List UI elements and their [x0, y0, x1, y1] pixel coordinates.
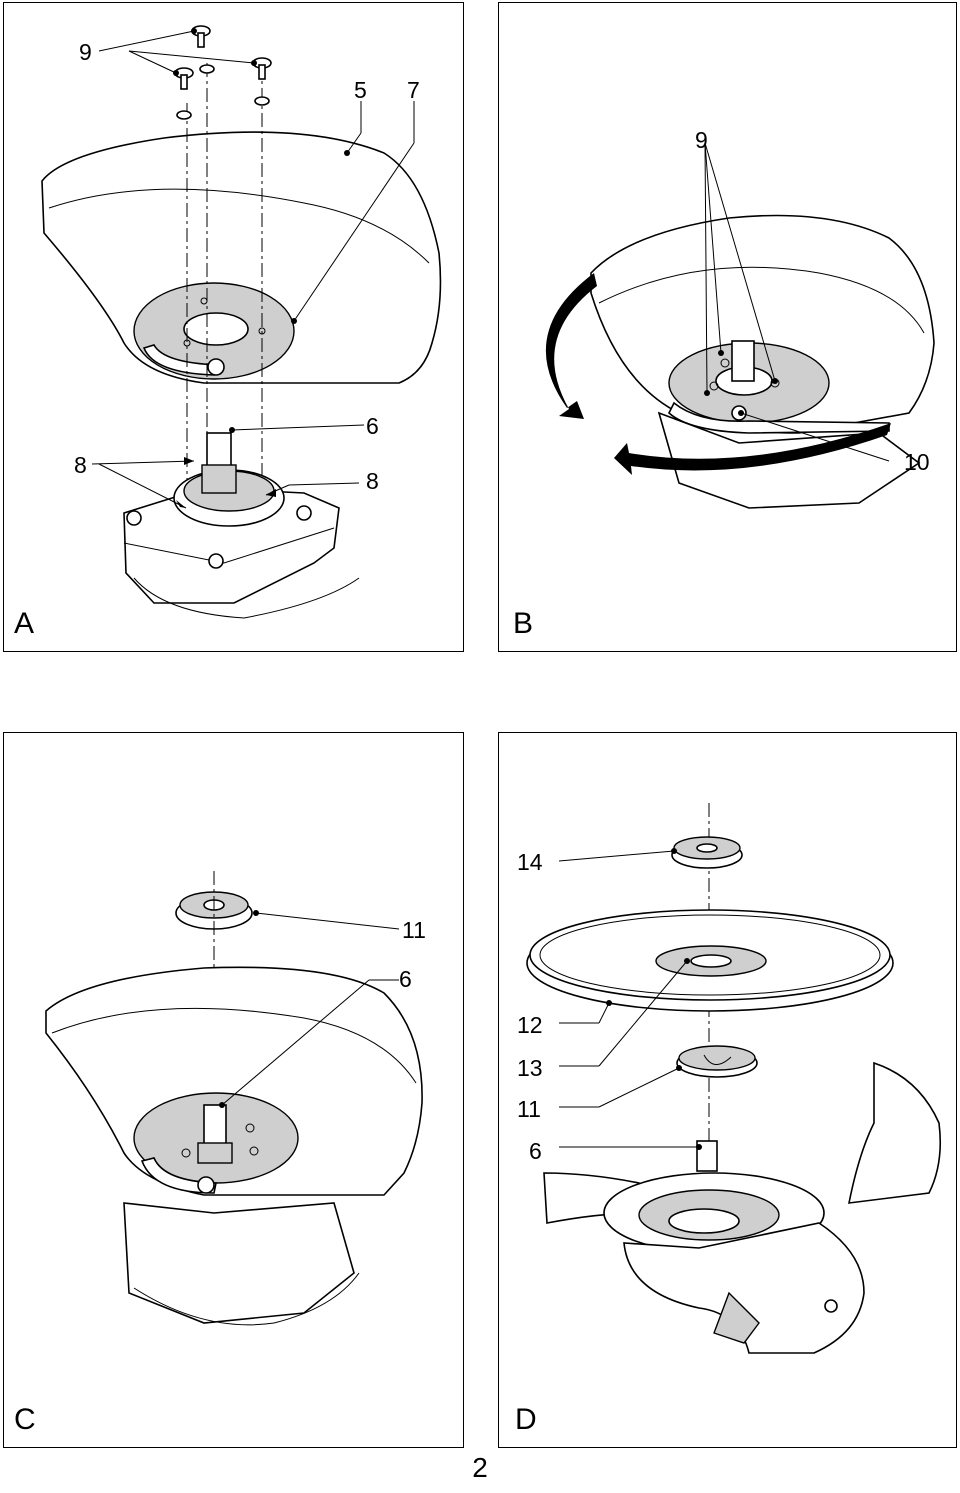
- panel-d-drawing: 14 12 13 11 6: [517, 803, 942, 1354]
- panel-label-a: A: [14, 607, 35, 640]
- callout-6-spindle: 6: [529, 1138, 542, 1164]
- callout-9-screws: 9: [79, 39, 92, 65]
- page-number: 2: [472, 1452, 488, 1483]
- callout-7-plate: 7: [407, 77, 420, 103]
- callout-11-flange: 11: [402, 917, 426, 943]
- callout-14-lock-nut: 14: [517, 849, 543, 875]
- callout-12-wheel: 12: [517, 1012, 543, 1038]
- callout-6-spindle: 6: [366, 413, 379, 439]
- panel-label-b: B: [513, 607, 534, 640]
- panel-a-drawing: 9 5 7 6 8 8: [41, 25, 442, 619]
- panel-label-c: C: [14, 1403, 36, 1436]
- callout-8-holes-left: 8: [74, 452, 87, 478]
- callout-5-guard: 5: [354, 77, 367, 103]
- callout-10-lever: 10: [904, 449, 930, 475]
- panel-label-d: D: [515, 1403, 537, 1436]
- panel-c-drawing: 11 6: [45, 871, 426, 1326]
- figure-panel-b: 9 10 B: [498, 2, 957, 652]
- callout-8-holes-right: 8: [366, 468, 379, 494]
- callout-9-screws: 9: [695, 127, 708, 153]
- callout-13-hub: 13: [517, 1055, 543, 1081]
- callout-6-spindle: 6: [399, 966, 412, 992]
- figure-panel-c: 11 6 C: [3, 732, 464, 1448]
- callout-11-flange: 11: [517, 1096, 541, 1122]
- panel-b-drawing: 9 10: [545, 127, 935, 509]
- figure-panel-a: 9 5 7 6 8 8 A: [3, 2, 464, 652]
- figure-panel-d: 14 12 13 11 6 D: [498, 732, 957, 1448]
